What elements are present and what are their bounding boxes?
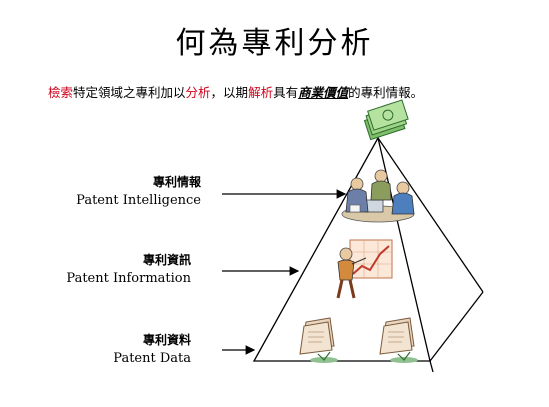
- label-en: Patent Data: [113, 351, 191, 366]
- label-patent-intelligence: 專利情報 Patent Intelligence: [76, 174, 201, 210]
- page-title: 何為專利分析: [175, 26, 374, 61]
- subtitle-text-2: ，以期: [210, 85, 249, 100]
- subtitle-text-4: 的專利情報。: [348, 85, 424, 100]
- subtitle-interpret: 解析: [248, 85, 274, 100]
- subtitle-search: 檢索: [48, 85, 74, 100]
- meeting-people-icon: [341, 169, 415, 223]
- pyramid-back-edge-lower: [429, 360, 434, 373]
- subtitle-text-1: 特定領域之專利加以: [73, 85, 186, 100]
- label-zh: 專利資訊: [142, 253, 191, 267]
- label-patent-information: 專利資訊 Patent Information: [66, 252, 191, 288]
- label-zh: 專利資料: [142, 333, 191, 347]
- label-en: Patent Intelligence: [76, 193, 201, 208]
- page-subtitle: 檢索特定領域之專利加以分析，以期解析具有商業價值的專利情報。: [48, 85, 518, 101]
- subtitle-analysis: 分析: [185, 85, 211, 100]
- document-folder-icon: [299, 317, 338, 363]
- money-icon: [363, 99, 409, 141]
- label-zh: 專利情報: [152, 175, 201, 189]
- pyramid-back-edge: [377, 137, 484, 293]
- label-patent-data: 專利資料 Patent Data: [113, 332, 191, 368]
- label-en: Patent Information: [66, 271, 191, 286]
- presenter-chart-icon: [336, 239, 393, 299]
- document-folder-icon: [379, 317, 418, 363]
- subtitle-business-value: 商業價值: [298, 85, 349, 100]
- pyramid-right-edge: [429, 291, 484, 362]
- subtitle-text-3: 具有: [273, 85, 299, 100]
